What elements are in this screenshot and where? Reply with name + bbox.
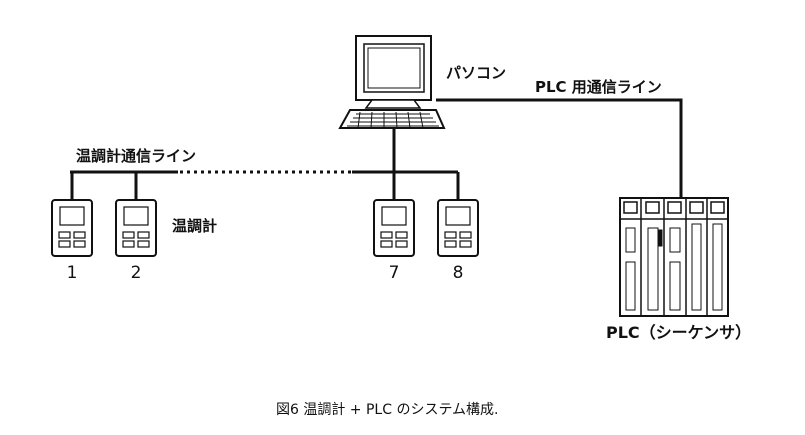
temp-controller-1-icon [51, 199, 93, 257]
temp-controller-2-icon [115, 199, 157, 257]
figure-caption: 図6 温調計 + PLC のシステム構成. [276, 402, 499, 418]
pc-label: パソコン [446, 64, 507, 82]
temp-controller-8-icon [437, 199, 479, 257]
controller-number-7: 7 [388, 263, 400, 283]
controller-number-2: 2 [130, 263, 142, 283]
controller-number-8: 8 [452, 263, 464, 283]
network-lines [70, 98, 683, 200]
temp-controller-7-icon [373, 199, 415, 257]
plc-line-label: PLC 用通信ライン [535, 78, 662, 96]
temp-line-label: 温調計通信ライン [76, 147, 197, 165]
plc-label: PLC（シーケンサ） [606, 323, 752, 342]
temp-controller-label: 温調計 [172, 217, 218, 235]
plc-communication-line [436, 98, 683, 198]
controller-number-1: 1 [66, 263, 78, 283]
pc-icon [338, 35, 446, 129]
plc-icon [619, 197, 729, 317]
